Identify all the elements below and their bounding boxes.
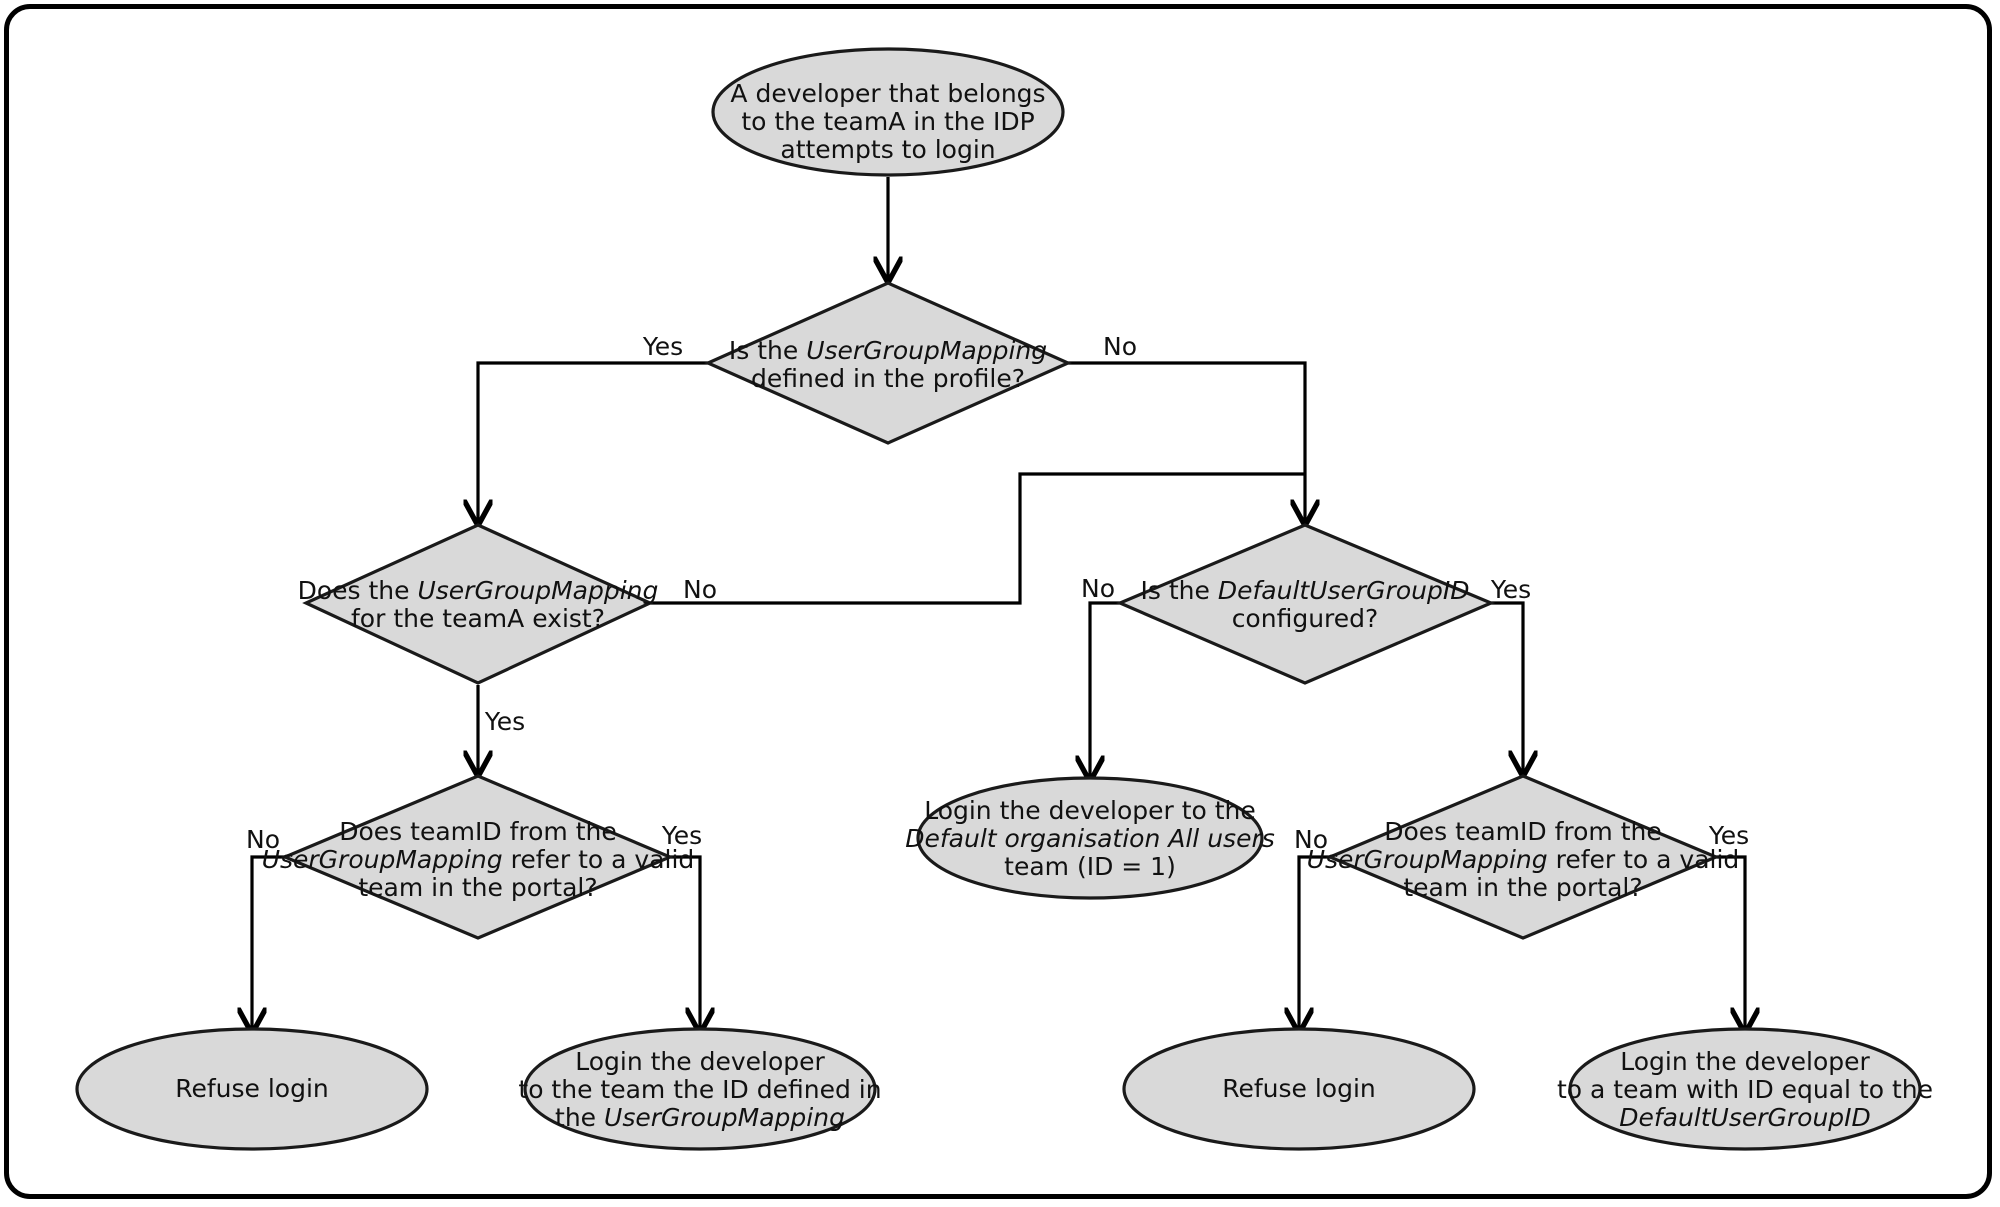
edge-label-default-group-no: No bbox=[1081, 574, 1115, 603]
login-mapping-team-ellipse-shape bbox=[523, 1027, 877, 1151]
refuse-left-ellipse-shape bbox=[75, 1027, 429, 1151]
default-group-line-2: configured? bbox=[1232, 604, 1379, 633]
teamid-valid-right-line-3: team in the portal? bbox=[1403, 873, 1642, 902]
refuse-left-line-1: Refuse login bbox=[175, 1074, 329, 1103]
edge-label-teama-yes: Yes bbox=[484, 707, 525, 736]
start-ellipse-shape bbox=[711, 47, 1065, 177]
node-start[interactable]: A developer that belongs to the teamA in… bbox=[711, 47, 1065, 177]
start-line-3: attempts to login bbox=[780, 135, 995, 164]
login-default-id-line-3: DefaultUserGroupID bbox=[1619, 1103, 1871, 1132]
default-group-diamond-shape bbox=[1115, 523, 1496, 685]
mapping-defined-line-2: defined in the profile? bbox=[751, 364, 1025, 393]
start-line-1: A developer that belongs bbox=[730, 79, 1045, 108]
login-mapping-team-line-1: Login the developer bbox=[575, 1047, 825, 1076]
default-org-ellipse-shape bbox=[916, 776, 1264, 900]
edge-label-valid-right-no: No bbox=[1294, 825, 1328, 854]
node-is-defaultusergroupid-configured[interactable]: Is the DefaultUserGroupID configured? bbox=[1115, 523, 1496, 685]
mapping-defined-line-1: Is the UserGroupMapping bbox=[729, 336, 1047, 365]
edge-label-mapping-defined-yes: Yes bbox=[642, 332, 683, 361]
login-default-id-line-2: to a team with ID equal to the bbox=[1557, 1075, 1933, 1104]
node-refuse-login-right[interactable]: Refuse login bbox=[1122, 1027, 1476, 1151]
edge-valid-right-no bbox=[1299, 855, 1330, 1029]
node-teamid-valid-left[interactable]: Does teamID from the UserGroupMapping re… bbox=[262, 774, 695, 940]
edge-default-group-no bbox=[1090, 601, 1120, 777]
node-does-mapping-for-teama-exist[interactable]: Does the UserGroupMapping for the teamA … bbox=[298, 523, 659, 685]
mapping-teama-line-2: for the teamA exist? bbox=[351, 604, 605, 633]
edge-valid-right-yes bbox=[1716, 855, 1745, 1029]
refuse-right-ellipse-shape bbox=[1122, 1027, 1476, 1151]
edge-label-valid-left-yes: Yes bbox=[661, 821, 702, 850]
refuse-right-line-1: Refuse login bbox=[1222, 1074, 1376, 1103]
edge-label-default-group-yes: Yes bbox=[1490, 575, 1531, 604]
mapping-defined-diamond-shape bbox=[704, 281, 1072, 445]
default-org-line-3: team (ID = 1) bbox=[1004, 852, 1176, 881]
mapping-teama-diamond-shape bbox=[302, 523, 654, 685]
login-mapping-team-line-3: the UserGroupMapping bbox=[555, 1103, 845, 1132]
edge-label-mapping-defined-no: No bbox=[1103, 332, 1137, 361]
node-is-usergroupmapping-defined[interactable]: Is the UserGroupMapping defined in the p… bbox=[704, 281, 1072, 445]
edge-label-valid-right-yes: Yes bbox=[1708, 821, 1749, 850]
login-default-id-ellipse-shape bbox=[1568, 1027, 1922, 1151]
node-teamid-valid-right[interactable]: Does teamID from the UserGroupMapping re… bbox=[1307, 774, 1740, 940]
teamid-valid-left-diamond-shape bbox=[280, 774, 675, 940]
teamid-valid-right-line-1: Does teamID from the bbox=[1384, 817, 1661, 846]
edge-default-group-yes bbox=[1491, 601, 1523, 772]
edge-mapping-defined-yes bbox=[478, 361, 708, 521]
node-login-default-id[interactable]: Login the developer to a team with ID eq… bbox=[1557, 1027, 1933, 1151]
teamid-valid-left-line-1: Does teamID from the bbox=[339, 817, 616, 846]
edge-label-valid-left-no: No bbox=[246, 825, 280, 854]
teamid-valid-left-line-3: team in the portal? bbox=[358, 873, 597, 902]
start-line-2: to the teamA in the IDP bbox=[741, 107, 1034, 136]
mapping-teama-line-1: Does the UserGroupMapping bbox=[298, 576, 659, 605]
node-refuse-login-left[interactable]: Refuse login bbox=[75, 1027, 429, 1151]
edge-label-group: Yes No No Yes No Yes No Yes No Yes bbox=[246, 332, 1749, 854]
node-login-default-org[interactable]: Login the developer to the Default organ… bbox=[905, 776, 1275, 900]
teamid-valid-right-line-2: UserGroupMapping refer to a valid bbox=[1307, 845, 1740, 874]
edge-teama-no bbox=[650, 472, 1305, 605]
login-mapping-team-line-2: to the team the ID defined in bbox=[518, 1075, 881, 1104]
teamid-valid-left-line-2: UserGroupMapping refer to a valid bbox=[262, 845, 695, 874]
node-login-mapping-team[interactable]: Login the developer to the team the ID d… bbox=[518, 1027, 882, 1151]
default-org-line-1: Login the developer to the bbox=[924, 796, 1256, 825]
edge-mapping-defined-no bbox=[1068, 361, 1305, 521]
edge-group bbox=[252, 177, 1745, 1029]
default-group-line-1: Is the DefaultUserGroupID bbox=[1141, 576, 1470, 605]
edge-valid-left-yes bbox=[670, 855, 700, 1029]
login-default-id-line-1: Login the developer bbox=[1620, 1047, 1870, 1076]
default-org-line-2: Default organisation All users bbox=[905, 824, 1275, 853]
edge-label-teama-no: No bbox=[683, 575, 717, 604]
teamid-valid-right-diamond-shape bbox=[1325, 774, 1721, 940]
edge-valid-left-no bbox=[252, 855, 285, 1029]
